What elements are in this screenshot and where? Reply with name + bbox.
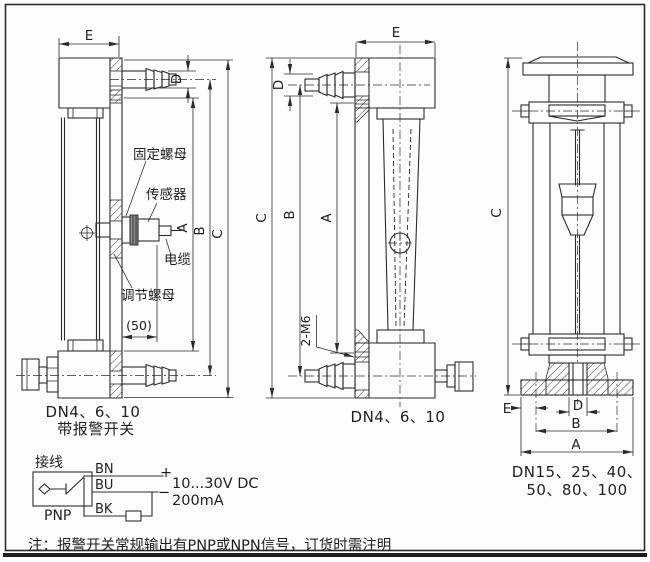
- minus-terminal: −: [158, 485, 170, 501]
- dim-label-c-view3: C: [489, 208, 505, 217]
- dim-label-d-view3: D: [573, 398, 583, 414]
- view2-rotameter-front: E D C B A 2-M6 DN4、6、10: [254, 25, 476, 426]
- dim-label-50: (50): [126, 318, 152, 333]
- sensor-type-label: PNP: [44, 508, 71, 524]
- dim-label-a-view3: A: [571, 437, 581, 453]
- wiring-diagram: 接线 BN BU BK PNP + 10...30V DC − 200mA: [32, 454, 259, 524]
- sensor-box: [32, 471, 93, 507]
- wire-label-bk: BK: [95, 502, 113, 517]
- center-mark: [79, 225, 95, 241]
- caption-view1-line2: 带报警开关: [57, 420, 135, 438]
- caption-view1-line1: DN4、6、10: [46, 403, 141, 421]
- caption-view2: DN4、6、10: [351, 408, 446, 426]
- callout-adjust-nut: 调节螺母: [121, 288, 175, 304]
- view3-rotameter-flanged: C E D B A DN15、25、40、 50、80、100: [489, 42, 642, 499]
- dim-label-c-view2: C: [254, 213, 270, 222]
- wiring-title: 接线: [35, 454, 63, 471]
- dim-label-b-view2: B: [282, 210, 298, 219]
- page-border: [3, 3, 647, 557]
- dim-label-b-view3: B: [571, 416, 580, 432]
- wire-label-bu: BU: [95, 478, 113, 493]
- callout-cable: 电缆: [164, 252, 191, 268]
- output-current: 200mA: [172, 493, 224, 509]
- dim-label-b-view1: B: [192, 226, 208, 235]
- callout-sensor: 传感器: [146, 186, 187, 203]
- note-text: 注：报警开关常规输出有PNP或NPN信号，订货时需注明: [28, 537, 391, 554]
- thread-label-2m6: 2-M6: [298, 315, 313, 346]
- plus-terminal: +: [160, 465, 172, 481]
- dim-label-e-view1: E: [85, 28, 94, 44]
- resistor-symbol: [125, 510, 142, 522]
- dim-label-a-view1: A: [175, 223, 191, 233]
- dim-label-e-view2: E: [392, 25, 401, 41]
- dim-label-d-view2: D: [271, 80, 287, 90]
- dim-label-d-view1: D: [169, 74, 185, 84]
- alarm-sensor-assembly: [95, 214, 182, 246]
- view1-rotameter-with-alarm-switch: E D A B C (50) 固定螺母 传感器 电缆 调节螺母 DN4、6、10…: [16, 28, 233, 438]
- supply-voltage: 10...30V DC: [172, 476, 259, 492]
- dim-label-c-view1: C: [210, 229, 226, 238]
- caption-view3-line2: 50、80、100: [526, 481, 627, 499]
- wire-label-bn: BN: [95, 462, 114, 477]
- proximity-sensor-symbol: [38, 477, 84, 495]
- needle-valve-knob-v2: [434, 361, 474, 392]
- callout-fixed-nut: 固定螺母: [133, 147, 187, 163]
- dim-label-a-view2: A: [319, 213, 335, 223]
- needle-valve-knob: [21, 356, 59, 393]
- dim-label-e-view3: E: [503, 401, 512, 417]
- caption-view3-line1: DN15、25、40、: [512, 463, 643, 481]
